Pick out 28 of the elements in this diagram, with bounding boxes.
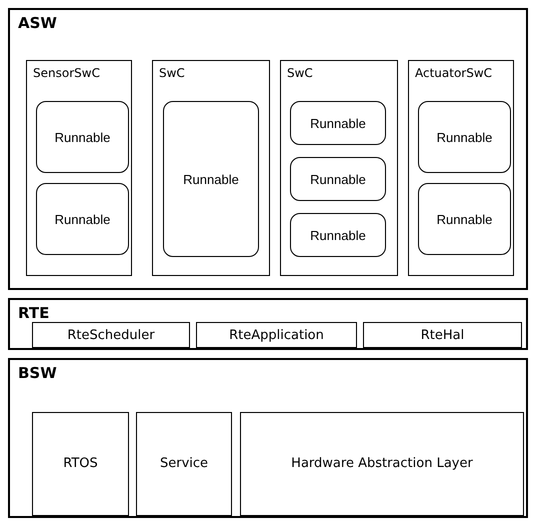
component-title: SwC bbox=[159, 66, 185, 80]
runnable-box: Runnable bbox=[36, 101, 129, 173]
runnable-box: Runnable bbox=[290, 157, 386, 201]
runnable-box: Runnable bbox=[290, 101, 386, 145]
component-box bbox=[280, 60, 398, 276]
component-box: RteScheduler bbox=[32, 322, 190, 348]
component-box bbox=[26, 60, 132, 276]
layer-panel bbox=[8, 358, 528, 518]
component-box: RteHal bbox=[363, 322, 522, 348]
component-box: RTOS bbox=[32, 412, 129, 516]
component-box: Hardware Abstraction Layer bbox=[240, 412, 524, 516]
runnable-box: Runnable bbox=[36, 183, 129, 255]
runnable-box: Runnable bbox=[418, 183, 511, 255]
layer-title: RTE bbox=[18, 304, 50, 322]
layer-title: ASW bbox=[18, 14, 57, 32]
runnable-box: Runnable bbox=[163, 101, 259, 257]
layer-panel bbox=[8, 8, 528, 290]
runnable-box: Runnable bbox=[290, 213, 386, 257]
component-box: RteApplication bbox=[196, 322, 357, 348]
runnable-box: Runnable bbox=[418, 101, 511, 173]
component-box bbox=[408, 60, 514, 276]
component-title: SensorSwC bbox=[33, 66, 100, 80]
layer-title: BSW bbox=[18, 364, 57, 382]
layer-panel bbox=[8, 298, 528, 350]
component-box: Service bbox=[136, 412, 232, 516]
component-title: SwC bbox=[287, 66, 313, 80]
component-box bbox=[152, 60, 270, 276]
component-title: ActuatorSwC bbox=[415, 66, 492, 80]
